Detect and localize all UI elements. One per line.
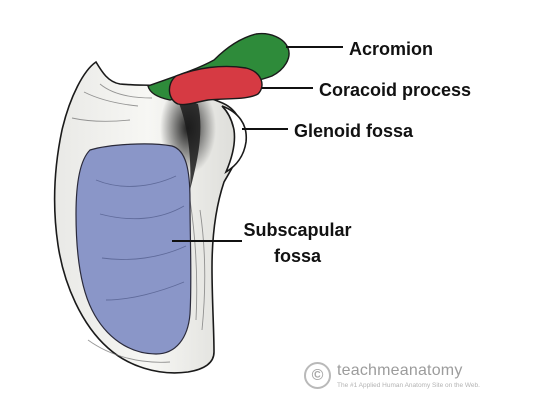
watermark: © teachmeanatomy The #1 Applied Human An… — [304, 362, 480, 390]
watermark-tagline: The #1 Applied Human Anatomy Site on the… — [337, 382, 480, 389]
glenoid-rim — [221, 105, 247, 174]
acromion-label: Acromion — [349, 39, 434, 59]
glenoid-fossa-label: Glenoid fossa — [294, 121, 414, 141]
watermark-text: teachmeanatomy The #1 Applied Human Anat… — [337, 362, 480, 390]
copyright-icon: © — [304, 362, 331, 389]
coracoid-process-label: Coracoid process — [319, 80, 472, 100]
fossa-texture — [95, 175, 187, 301]
subscapular-fossa-label-line1: Subscapular — [243, 220, 352, 240]
coracoid-process-region — [168, 65, 263, 106]
subscapular-fossa-label-line2: fossa — [273, 246, 322, 266]
subscapular-fossa-label: Subscapular fossa — [230, 217, 365, 269]
neck-shadow-streak — [176, 96, 201, 190]
subscapular-fossa-region — [75, 143, 192, 355]
watermark-brand: teachmeanatomy — [337, 362, 463, 379]
bone-texture — [71, 83, 206, 363]
